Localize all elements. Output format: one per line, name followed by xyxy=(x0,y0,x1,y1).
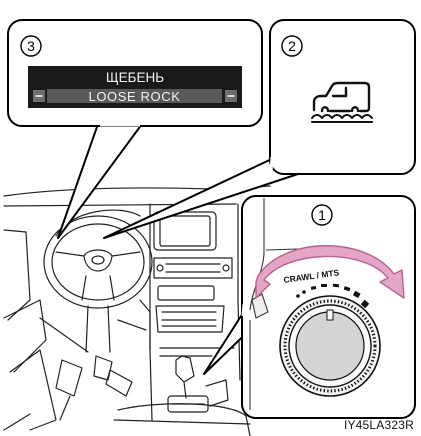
callout-number-2: 2 xyxy=(288,38,296,54)
callout-number-1: 1 xyxy=(318,207,326,223)
minus-icon xyxy=(36,95,43,97)
knob-indicator xyxy=(327,310,333,320)
figure-code: IY45LA323R xyxy=(344,418,414,432)
multi-information-display: ЩЕБЕНЬ LOOSE ROCK xyxy=(28,66,242,108)
display-mode-text: LOOSE ROCK xyxy=(89,89,181,104)
callout-number-3: 3 xyxy=(27,38,35,54)
rotary-selector-knob-icon[interactable] xyxy=(280,296,380,396)
knob-callout: 1 CRAWL / MTS xyxy=(204,196,415,418)
display-title: ЩЕБЕНЬ xyxy=(106,70,164,85)
callout-pointer-3 xyxy=(58,124,142,238)
plus-icon xyxy=(228,95,235,97)
display-mode-bar: LOOSE ROCK xyxy=(33,89,237,104)
